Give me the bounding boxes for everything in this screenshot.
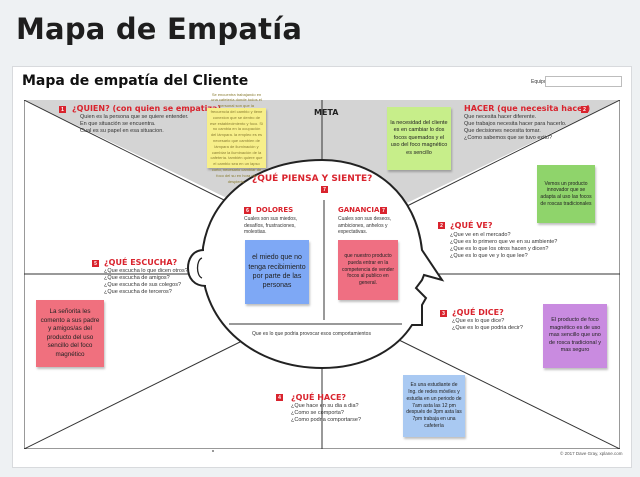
- dice-text: ¿Que es lo que dice?¿Que es lo que podri…: [452, 318, 523, 332]
- ganancias-number: 7: [380, 207, 387, 214]
- copyright-text: © 2017 Dave Gray, xplane.com: [560, 451, 623, 456]
- escucha-number: 5: [92, 260, 99, 267]
- diag-br: [398, 339, 620, 449]
- escucha-title: ¿QUÉ ESCUCHA?: [104, 258, 178, 267]
- diag-tr: [398, 100, 620, 211]
- quien-number: 1: [59, 106, 66, 113]
- meta-label: META: [314, 108, 339, 117]
- quien-title: ¿QUIEN? (con quien se empatiza): [72, 104, 222, 113]
- hacer-sticky-note[interactable]: Vemos un producto innovador que se adapt…: [537, 165, 595, 223]
- dolores-text: Cuales son sus miedos,desafíos, frustrac…: [244, 216, 298, 235]
- hace-number: 4: [276, 394, 283, 401]
- ganancias-title: GANANCIAS: [338, 206, 385, 214]
- equipo-label: Equipo:: [531, 79, 548, 85]
- quien-sticky-note[interactable]: Se encuentra trabajando en una cafetería…: [207, 92, 266, 184]
- page-title: Mapa de Empatía: [16, 12, 303, 46]
- ganancias-text: Cuales son sus deseos,ambiciones, anhelo…: [338, 216, 392, 235]
- quien-text: Quien es la persona que se quiere entend…: [80, 114, 189, 135]
- dolores-sticky-note[interactable]: el miedo que no tenga recibimiento por p…: [245, 240, 309, 304]
- hace-sticky-note[interactable]: Es una estudiante de Ing. de redes móvil…: [403, 375, 465, 437]
- piensa-title: ¿QUÉ PIENSA Y SIENTE?: [252, 174, 373, 184]
- meta-sticky-note[interactable]: la necesidad del cliente es en cambiar l…: [387, 107, 451, 170]
- hacer-number: 2: [581, 106, 588, 113]
- dolores-number: 6: [244, 207, 251, 214]
- ve-title: ¿QUÉ VE?: [450, 221, 493, 230]
- hacer-title: HACER (que necesita hacer): [464, 104, 591, 113]
- ve-text: ¿Que ve en el mercado?¿Que es lo primero…: [450, 232, 558, 260]
- dolores-title: DOLORES: [256, 206, 294, 214]
- ganancias-sticky-note[interactable]: que nuestro producto pueda entrar en la …: [338, 240, 398, 300]
- hace-title: ¿QUÉ HACE?: [291, 393, 347, 402]
- escucha-sticky-note[interactable]: La señorita les comento a sus padre y am…: [36, 300, 104, 367]
- sheet-title: Mapa de empatía del Cliente: [22, 73, 249, 89]
- piensa-bottom-text: Que es lo que podria provocar esos compo…: [252, 331, 371, 337]
- diag-bl: [24, 339, 245, 449]
- dice-number: 3: [440, 310, 447, 317]
- dice-sticky-note[interactable]: El producto de foco magnético es de uso …: [543, 304, 607, 368]
- ve-number: 2: [438, 222, 445, 229]
- escucha-text: ¿Que escucha lo que dicen otros?¿Que esc…: [104, 268, 188, 296]
- diag-tl: [24, 100, 245, 211]
- page-header: [0, 0, 640, 62]
- ear-inner: [196, 257, 203, 279]
- hace-text: ¿Que hace en su dia a dia?¿Como se compo…: [291, 403, 362, 424]
- empathy-map-diagram: [24, 100, 620, 449]
- piensa-number: 7: [321, 186, 328, 193]
- dice-title: ¿QUÉ DICE?: [452, 308, 504, 317]
- hacer-text: Que necesita hacer diferente.Que trabajo…: [464, 114, 567, 142]
- footer-dot: [212, 450, 214, 452]
- equipo-input[interactable]: [545, 76, 622, 87]
